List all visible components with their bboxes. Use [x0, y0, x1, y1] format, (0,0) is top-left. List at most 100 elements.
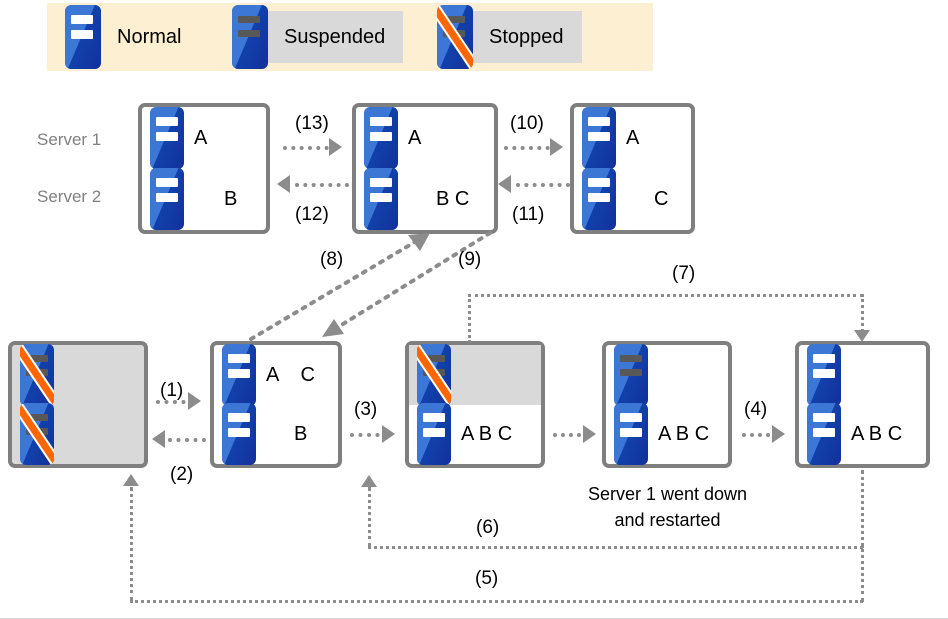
bottom-box-5-server2-row: A B C [799, 403, 926, 466]
step-label-2: (2) [170, 464, 194, 485]
server-icon-suspended [614, 343, 648, 406]
legend-label-normal: Normal [117, 26, 182, 48]
step-label-9: (9) [458, 249, 482, 270]
bottom-box-1[interactable] [8, 341, 148, 468]
bottom-box-1-server1-row [12, 343, 144, 406]
legend-label-stopped: Stopped [489, 26, 564, 48]
connector-5-vertical-left [130, 487, 133, 601]
server-icon-normal [364, 106, 398, 169]
connector-6-vertical-left [368, 487, 371, 547]
bottom-box-3[interactable]: A B C [405, 341, 545, 468]
bottom-box-4[interactable]: A B C [602, 341, 732, 468]
bottom-box-2[interactable]: A C B [210, 341, 342, 468]
connector-5-arrowhead [123, 474, 139, 486]
server-icon-normal [65, 5, 101, 69]
top-box-2-server2-row: B C [356, 168, 494, 231]
server-icon-normal [222, 343, 256, 406]
connector-13 [283, 146, 337, 150]
connector-box3-box4 [553, 433, 589, 437]
step-label-7: (7) [672, 263, 696, 284]
step-label-5: (5) [475, 568, 499, 589]
caption-server-restart: Server 1 went down and restarted [570, 481, 765, 533]
connector-5-horizontal [130, 600, 863, 603]
connector-2 [168, 438, 206, 442]
top-box-3[interactable]: A C [570, 103, 695, 234]
bottom-box-2-server2-letters: B [294, 423, 308, 446]
legend-item-normal: Normal [65, 5, 199, 69]
step-label-12: (12) [295, 204, 329, 225]
connector-1-arrowhead [188, 392, 201, 410]
connector-4 [742, 433, 778, 437]
bottom-box-5-server1-row [799, 343, 926, 406]
bottom-box-4-server2-row: A B C [606, 403, 728, 466]
top-box-3-server2-letters: C [654, 188, 669, 211]
connector-3 [350, 433, 388, 437]
server-icon-normal [417, 403, 451, 466]
connector-3-arrowhead [382, 425, 395, 443]
server-icon-stopped [417, 343, 451, 406]
connector-7-horizontal [468, 294, 863, 297]
bottom-box-4-server2-letters: A B C [658, 423, 710, 446]
step-label-13: (13) [295, 113, 329, 134]
top-box-3-server1-letters: A [626, 126, 640, 149]
top-box-3-server2-row: C [574, 168, 691, 231]
step-label-11: (11) [512, 204, 545, 225]
top-box-1-server2-row: B [142, 168, 266, 231]
server-icon-normal [807, 343, 841, 406]
legend-label-suspended: Suspended [284, 26, 386, 48]
top-box-1-server1-letters: A [194, 126, 208, 149]
connector-9 [322, 231, 492, 337]
legend-item-suspended: Suspended [232, 5, 404, 69]
caption-line-2: and restarted [614, 510, 721, 530]
server-icon-normal [582, 168, 616, 231]
row-label-server2: Server 2 [37, 187, 102, 206]
server-icon-normal [807, 403, 841, 466]
connector-11 [516, 183, 570, 187]
bottom-box-2-server1-row: A C [214, 343, 338, 406]
top-box-2[interactable]: A B C [352, 103, 498, 234]
step-label-4: (4) [744, 399, 768, 420]
server-icon-suspended [232, 5, 268, 69]
bottom-box-2-server1-letters: A C [266, 363, 315, 386]
top-box-2-server1-row: A [356, 106, 494, 169]
server-icon-stopped [20, 403, 54, 466]
server-icon-normal [150, 106, 184, 169]
connector-1 [156, 400, 194, 404]
step-label-6: (6) [476, 517, 500, 538]
connector-4-arrowhead [772, 425, 785, 443]
connector-8 [249, 233, 430, 341]
server-icon-normal [222, 403, 256, 466]
top-box-3-server1-row: A [574, 106, 691, 169]
bottom-box-3-server2-letters: A B C [461, 423, 513, 446]
top-box-1[interactable]: A B [138, 103, 270, 234]
connector-box3-box4-arrowhead [583, 425, 596, 443]
top-box-1-server1-row: A [142, 106, 266, 169]
step-label-8: (8) [320, 249, 344, 270]
connector-13-arrowhead [329, 138, 342, 156]
bottom-box-2-server2-row: B [214, 403, 338, 466]
connector-6-arrowhead [361, 475, 377, 487]
bottom-box-3-server1-row [409, 343, 541, 406]
row-label-server1: Server 1 [37, 130, 102, 149]
legend-item-stopped: Stopped [437, 5, 582, 69]
top-box-2-server1-letters: A [408, 126, 422, 149]
server-icon-normal [150, 168, 184, 231]
bottom-box-3-server2-row: A B C [409, 403, 541, 466]
server-icon-normal [582, 106, 616, 169]
server-icon-normal [614, 403, 648, 466]
server-icon-normal [364, 168, 398, 231]
bottom-box-1-server2-row [12, 403, 144, 466]
legend-panel: Normal Suspended Stopped [47, 3, 653, 71]
bottom-box-5[interactable]: A B C [795, 341, 930, 468]
bottom-box-5-server2-letters: A B C [851, 423, 903, 446]
connector-11-arrowhead [498, 175, 511, 193]
connector-6-horizontal [368, 546, 863, 549]
bottom-box-4-server1-row [606, 343, 728, 406]
server-icon-stopped [20, 343, 54, 406]
connector-7-vertical-left [468, 294, 471, 343]
step-label-10: (10) [510, 113, 544, 134]
connector-7-arrowhead [854, 330, 870, 342]
connector-7-vertical-right [861, 294, 864, 332]
top-box-2-server2-letters: B C [436, 188, 470, 211]
